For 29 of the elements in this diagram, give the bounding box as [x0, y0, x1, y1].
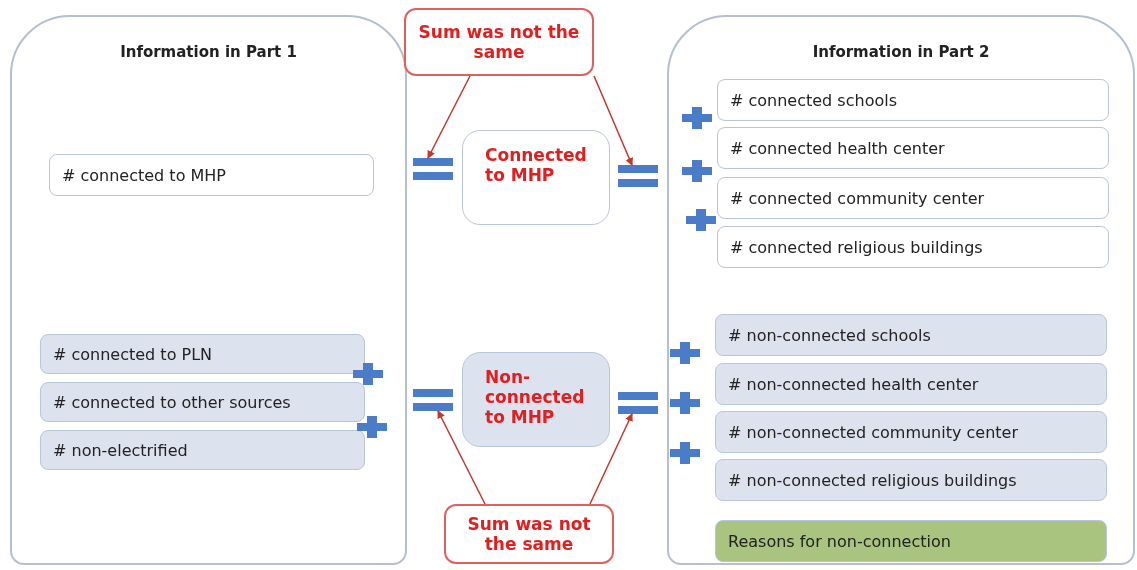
summary-box: Connected to MHP: [462, 130, 610, 225]
section-panel: [667, 15, 1135, 565]
item-box: # non-connected religious buildings: [715, 459, 1107, 501]
item-box: # connected schools: [717, 79, 1109, 121]
item-box: # non-connected schools: [715, 314, 1107, 356]
item-box: # non-connected health center: [715, 363, 1107, 405]
item-box: # connected to PLN: [40, 334, 365, 374]
equals-sign: [618, 392, 658, 414]
arrow: [427, 75, 471, 159]
item-box: # connected to MHP: [49, 154, 374, 196]
item-box: # non-connected community center: [715, 411, 1107, 453]
arrow: [593, 75, 633, 166]
item-box: # non-electrified: [40, 430, 365, 470]
equals-sign: [413, 158, 453, 180]
callout-box: Sum was not the same: [404, 8, 594, 76]
callout-box: Sum was not the same: [444, 504, 614, 564]
item-box: # connected health center: [717, 127, 1109, 169]
item-box: # connected to other sources: [40, 382, 365, 422]
section-panel: [10, 15, 407, 565]
arrow: [589, 413, 633, 505]
panel-heading: Information in Part 1: [119, 43, 298, 61]
panel-heading: Information in Part 2: [811, 43, 991, 61]
item-box: # connected community center: [717, 177, 1109, 219]
equals-sign: [413, 389, 453, 411]
item-box: # connected religious buildings: [717, 226, 1109, 268]
item-box: Reasons for non-connection: [715, 520, 1107, 562]
arrow: [437, 410, 486, 505]
equals-sign: [618, 165, 658, 187]
summary-box: Non-connected to MHP: [462, 352, 610, 447]
